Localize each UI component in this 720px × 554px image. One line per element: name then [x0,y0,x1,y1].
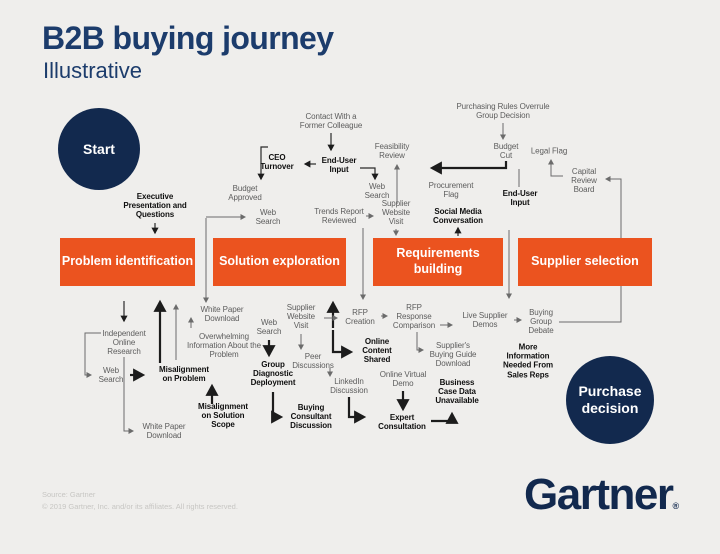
node-supplier-website-visit-2: Supplier Website Visit [286,303,316,331]
node-online-virtual-demo: Online Virtual Demo [379,369,427,388]
node-white-paper-download-1: White Paper Download [200,304,244,323]
node-online-content-shared: Online Content Shared [362,337,392,365]
registered-mark: ® [672,501,680,511]
node-peer-discussions: Peer Discussions [292,351,334,370]
stage-solution-exploration: Solution exploration [213,238,346,286]
node-overwhelming-information-about-the-problem: Overwhelming Information About the Probl… [187,332,261,360]
node-buying-consultant-discussion: Buying Consultant Discussion [290,403,332,431]
node-feasibility-review: Feasibility Review [374,141,410,160]
node-white-paper-download-2: White Paper Download [142,421,186,440]
node-legal-flag: Legal Flag [530,146,568,156]
node-expert-consultation: Expert Consultation [378,412,426,431]
node-web-search-4: Web Search [256,317,282,336]
node-purchasing-rules-overrule-group-decision: Purchasing Rules Overrule Group Decision [456,101,550,120]
node-group-diagnostic-deployment: Group Diagnostic Deployment [250,360,296,388]
node-rfp-creation: RFP Creation [345,307,375,326]
stage-supplier-selection: Supplier selection [518,238,652,286]
node-rfp-response-comparison: RFP Response Comparison [392,303,436,331]
node-linkedin-discussion: LinkedIn Discussion [330,376,368,395]
node-misalignment-on-problem: Misalignment on Problem [159,364,209,383]
node-live-supplier-demos: Live Supplier Demos [462,310,508,329]
node-end-user-input-2: End-User Input [502,188,538,207]
node-executive-presentation-and-questions: Executive Presentation and Questions [123,192,187,220]
source-note: Source: Gartner © 2019 Gartner, Inc. and… [42,489,238,513]
node-misalignment-on-solution-scope: Misalignment on Solution Scope [198,402,248,430]
purchase-decision-node: Purchase decision [566,356,654,444]
node-procurement-flag: Procurement Flag [428,180,474,199]
node-business-case-data-unavailable: Business Case Data Unavailable [435,378,479,406]
node-trends-report-reviewed: Trends Report Reviewed [314,206,364,225]
node-independent-online-research: Independent Online Research [102,329,146,357]
node-web-search-3: Web Search [98,365,124,384]
page-title: B2B buying journey [42,20,334,56]
node-buying-group-debate: Buying Group Debate [528,308,554,336]
node-supplier-website-visit-1: Supplier Website Visit [381,199,411,227]
copyright-line: © 2019 Gartner, Inc. and/or its affiliat… [42,502,238,511]
node-budget-approved: Budget Approved [228,183,262,202]
node-web-search-2: Web Search [364,181,390,200]
node-more-information-needed-from-sales-reps: More Information Needed From Sales Reps [502,342,554,380]
node-capital-review-board: Capital Review Board [571,167,597,195]
stage-problem-identification: Problem identification [60,238,195,286]
gartner-logo-text: Gartner [524,470,674,519]
node-suppliers-buying-guide-download: Supplier's Buying Guide Download [429,341,477,369]
stage-requirements-building: Requirements building [373,238,503,286]
page-subtitle: Illustrative [43,58,143,83]
node-contact-with-a-former-colleague: Contact With a Former Colleague [299,111,363,130]
source-line: Source: Gartner [42,490,96,499]
start-node: Start [58,108,140,190]
node-social-media-conversation: Social Media Conversation [433,206,483,225]
node-end-user-input-1: End-User Input [321,155,357,174]
gartner-logo: Gartner® [524,470,679,520]
node-web-search-1: Web Search [255,207,281,226]
node-ceo-turnover: CEO Turnover [260,152,294,171]
node-budget-cut: Budget Cut [493,141,519,160]
